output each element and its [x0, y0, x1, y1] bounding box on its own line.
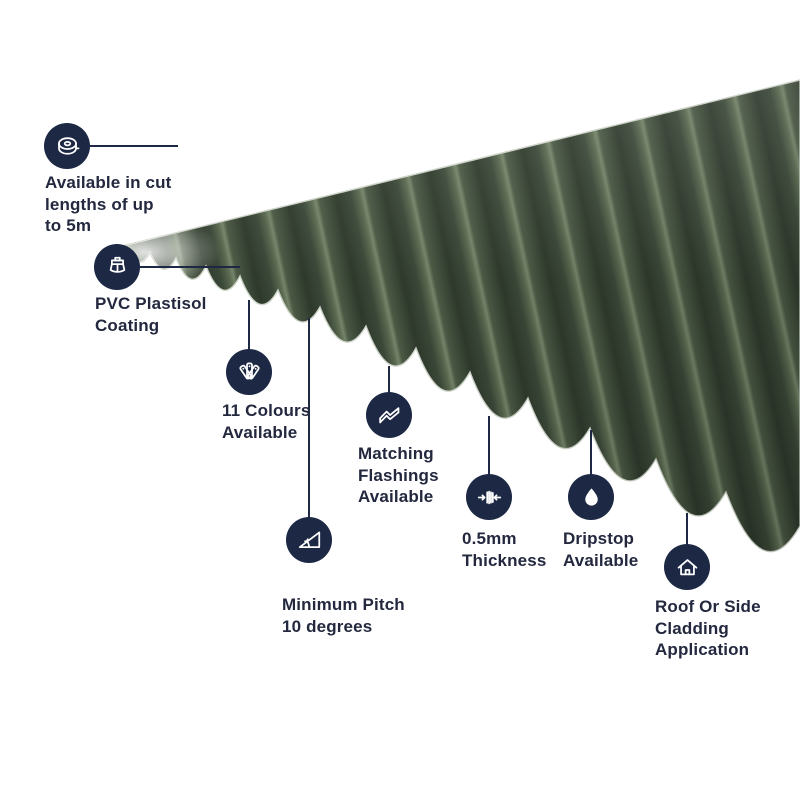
feature-label: Dripstop Available — [563, 529, 639, 570]
icon-badge — [466, 474, 512, 520]
feature-label: PVC Plastisol Coating — [95, 294, 207, 335]
dripstop-icon — [584, 487, 598, 506]
leader-line — [590, 430, 592, 476]
feature-label: 0.5mm Thickness — [462, 529, 547, 570]
icon-badge — [568, 474, 614, 520]
leader-line — [308, 318, 310, 519]
minimum-pitch-icon — [298, 531, 320, 548]
icon-badge — [664, 544, 710, 590]
roof-cladding-icon — [677, 558, 697, 575]
leader-line — [248, 300, 250, 351]
feature-label: Available in cut lengths of up to 5m — [45, 173, 172, 236]
leader-line — [686, 513, 688, 546]
feature-label: Matching Flashings Available — [358, 444, 439, 507]
leader-line — [140, 266, 240, 268]
icon-badge — [226, 349, 272, 395]
flashings-icon — [378, 406, 399, 423]
tape-measure-icon — [57, 136, 79, 155]
leader-line — [388, 366, 390, 394]
icon-badge — [94, 244, 140, 290]
thickness-icon — [477, 490, 501, 504]
leader-line — [488, 416, 490, 476]
colour-swatches-icon — [238, 361, 260, 380]
leader-line — [90, 145, 178, 147]
feature-label: Roof Or Side Cladding Application — [655, 597, 761, 660]
paint-brush-icon — [109, 256, 125, 273]
icon-badge — [366, 392, 412, 438]
feature-label: 11 Colours Available — [222, 401, 311, 442]
icon-badge — [286, 517, 332, 563]
icon-badge — [44, 123, 90, 169]
feature-label: Minimum Pitch 10 degrees — [282, 595, 405, 636]
